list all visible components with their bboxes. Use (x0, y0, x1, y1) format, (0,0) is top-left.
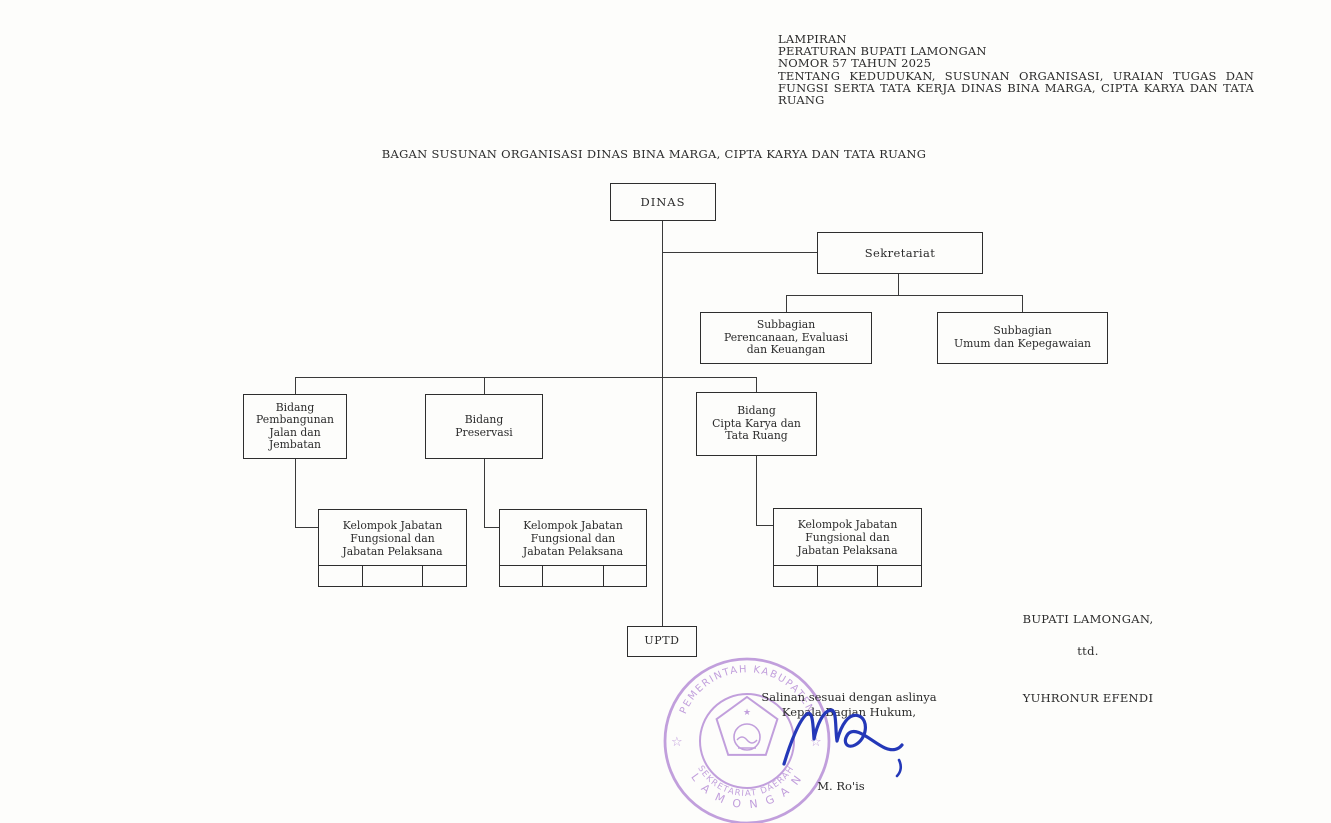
signatory-name: M. Ro'is (817, 779, 865, 793)
kelompok1-cell (361, 566, 424, 586)
org-box-bidang-cipta-karya: Bidang Cipta Karya dan Tata Ruang (696, 392, 817, 456)
connector-bidang1-drop (295, 377, 297, 394)
org-box-dinas: DINAS (610, 183, 716, 221)
kelompok3-cells (774, 565, 921, 586)
bidang1-line: Pembangunan (256, 413, 334, 427)
stamp-outer-ring (663, 657, 831, 823)
connector-elbow2-v (484, 459, 486, 528)
emblem-star-icon: ★ (743, 708, 751, 718)
connector-sekretariat-down (898, 274, 900, 295)
kelompok1-cell (423, 566, 466, 586)
approval-name: YUHRONUR EFENDI (1022, 691, 1154, 705)
approval-block: BUPATI LAMONGAN, ttd. YUHRONUR EFENDI (1018, 612, 1158, 705)
connector-bidang2-drop (484, 377, 486, 394)
stamp-inner-ring (699, 693, 795, 789)
copy-line2: Kepala Bagian Hukum, (781, 705, 917, 719)
header-lampiran: LAMPIRAN (778, 32, 847, 46)
org-box-uptd-label: UPTD (644, 634, 680, 648)
org-box-bidang-preservasi: Bidang Preservasi (425, 394, 543, 459)
org-box-sekretariat-label: Sekretariat (864, 245, 936, 260)
kelompok1-line: Fungsional dan (350, 531, 435, 545)
org-box-subbag-umum: Subbagian Umum dan Kepegawaian (937, 312, 1108, 364)
bidang1-line: Jalan dan (269, 425, 321, 439)
subbag2-line: Subbagian (993, 324, 1052, 338)
connector-elbow3-h (756, 525, 774, 527)
subbag1-line: Subbagian (756, 317, 816, 331)
signature (782, 708, 904, 778)
connector-bidang-rail (295, 377, 757, 379)
emblem-wave (736, 736, 758, 744)
signature-stroke (782, 708, 904, 766)
kelompok2-cell (604, 566, 646, 586)
org-box-uptd: UPTD (627, 626, 697, 657)
kelompok1-text: Kelompok Jabatan Fungsional dan Jabatan … (319, 510, 466, 566)
kelompok2-line: Jabatan Pelaksana (522, 544, 624, 558)
chart-title: BAGAN SUSUNAN ORGANISASI DINAS BINA MARG… (381, 147, 927, 161)
connector-subbag1-drop (786, 295, 788, 312)
emblem-circle (733, 723, 761, 751)
kelompok2-cell (542, 566, 604, 586)
bidang1-line: Bidang (275, 400, 315, 414)
star-icon: ☆ (810, 735, 822, 750)
subbag1-line: dan Keuangan (746, 343, 826, 357)
connector-subbag-rail (786, 295, 1023, 297)
connector-elbow3-v (756, 456, 758, 526)
official-stamp: PEMERINTAH KABUPATEN L A M O N G A N SEK… (663, 657, 831, 823)
kelompok1-cell (319, 566, 362, 586)
certified-copy-block: Salinan sesuai dengan aslinya Kepala Bag… (751, 690, 947, 720)
header-peraturan: PERATURAN BUPATI LAMONGAN (778, 44, 987, 59)
bidang3-line: Cipta Karya dan (712, 416, 801, 430)
kelompok2-line: Fungsional dan (530, 531, 616, 545)
kelompok3-line: Jabatan Pelaksana (797, 544, 898, 557)
header-nomor: NOMOR 57 TAHUN 2025 (778, 56, 932, 71)
connector-to-sekretariat (662, 252, 818, 254)
kelompok2-cell (500, 566, 542, 586)
kelompok3-cell (816, 566, 879, 586)
connector-elbow2-h (484, 527, 499, 529)
kelompok3-text: Kelompok Jabatan Fungsional dan Jabatan … (774, 509, 921, 566)
approval-ttd: ttd. (1077, 644, 1099, 658)
copy-line1: Salinan sesuai dengan aslinya (761, 690, 937, 704)
bidang2-line: Preservasi (455, 425, 513, 439)
star-icon: ☆ (671, 735, 683, 750)
kelompok1-cells (319, 565, 466, 586)
kelompok3-cell (774, 566, 817, 586)
approval-title: BUPATI LAMONGAN, (1022, 612, 1154, 626)
org-box-kelompok-3: Kelompok Jabatan Fungsional dan Jabatan … (773, 508, 922, 587)
connector-elbow1-v (295, 459, 297, 528)
bidang3-line: Tata Ruang (725, 429, 788, 443)
bidang2-line: Bidang (464, 412, 504, 426)
kelompok1-line: Kelompok Jabatan (342, 518, 443, 532)
org-box-bidang-pembangunan: Bidang Pembangunan Jalan dan Jembatan (243, 394, 347, 459)
kelompok2-text: Kelompok Jabatan Fungsional dan Jabatan … (500, 510, 646, 566)
bidang1-line: Jembatan (268, 437, 322, 451)
kelompok1-line: Jabatan Pelaksana (342, 544, 443, 558)
kelompok3-line: Kelompok Jabatan (797, 518, 898, 531)
pentagon-emblem (715, 695, 779, 756)
header-tentang: TENTANG KEDUDUKAN, SUSUNAN ORGANISASI, U… (778, 68, 1254, 108)
lampiran-header: LAMPIRAN PERATURAN BUPATI LAMONGAN NOMOR… (778, 33, 1254, 106)
kelompok2-cells (500, 565, 646, 586)
subbag2-line: Umum dan Kepegawaian (953, 337, 1092, 350)
connector-dinas-uptd (662, 221, 664, 626)
connector-subbag2-drop (1022, 295, 1024, 312)
org-box-subbag-perencanaan: Subbagian Perencanaan, Evaluasi dan Keua… (700, 312, 872, 364)
signature-comma (895, 758, 903, 778)
kelompok3-cell (878, 566, 921, 586)
org-box-kelompok-1: Kelompok Jabatan Fungsional dan Jabatan … (318, 509, 467, 587)
org-box-dinas-label: DINAS (640, 194, 686, 209)
connector-elbow1-h (295, 527, 318, 529)
subbag1-line: Perencanaan, Evaluasi (723, 330, 849, 344)
kelompok2-line: Kelompok Jabatan (523, 518, 623, 532)
org-box-sekretariat: Sekretariat (817, 232, 983, 274)
bidang3-line: Bidang (737, 403, 776, 417)
connector-bidang3-drop (756, 377, 758, 392)
org-box-kelompok-2: Kelompok Jabatan Fungsional dan Jabatan … (499, 509, 647, 587)
kelompok3-line: Fungsional dan (805, 531, 890, 544)
